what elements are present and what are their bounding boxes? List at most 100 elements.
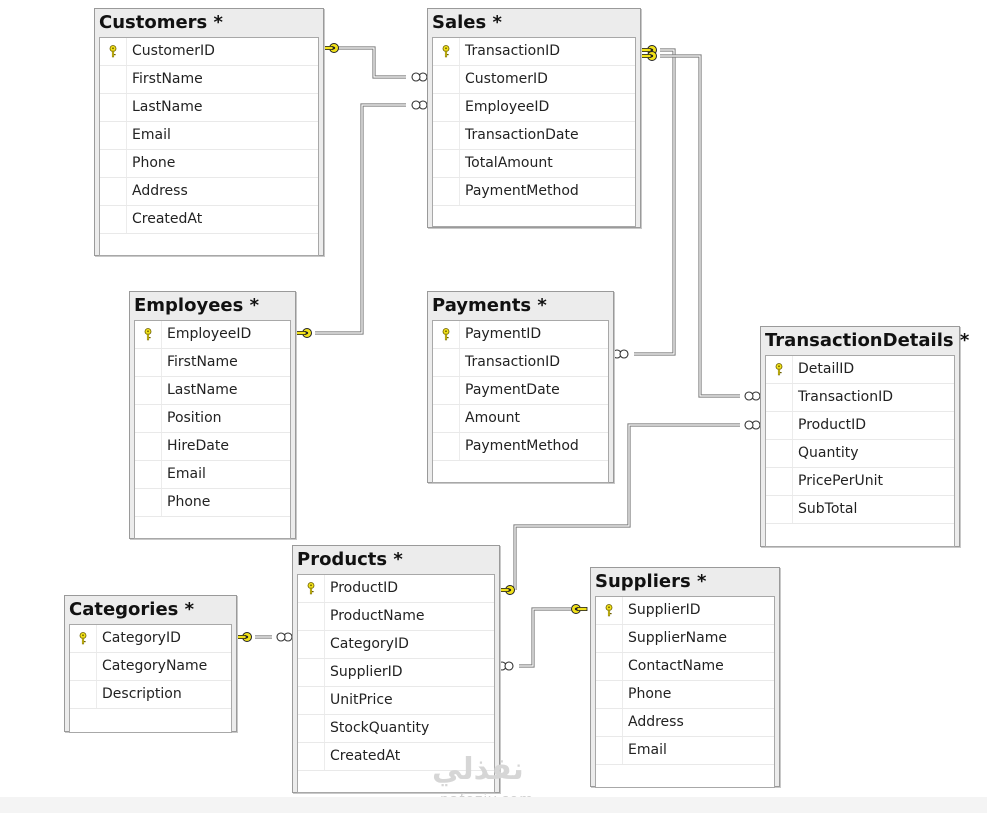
- column-row[interactable]: PaymentID: [433, 321, 608, 349]
- row-selector[interactable]: [70, 625, 97, 652]
- row-selector[interactable]: [433, 66, 460, 93]
- row-selector[interactable]: [70, 653, 97, 680]
- row-selector[interactable]: [433, 94, 460, 121]
- column-row[interactable]: Email: [135, 461, 290, 489]
- column-row[interactable]: Description: [70, 681, 231, 709]
- column-row[interactable]: PaymentDate: [433, 377, 608, 405]
- row-selector[interactable]: [100, 206, 127, 233]
- column-row[interactable]: TotalAmount: [433, 150, 635, 178]
- row-selector[interactable]: [596, 737, 623, 764]
- column-row[interactable]: Address: [596, 709, 774, 737]
- column-row[interactable]: ContactName: [596, 653, 774, 681]
- column-row[interactable]: Phone: [100, 150, 318, 178]
- column-row[interactable]: FirstName: [100, 66, 318, 94]
- column-row[interactable]: ProductName: [298, 603, 494, 631]
- column-row[interactable]: CustomerID: [100, 38, 318, 66]
- column-row[interactable]: Email: [596, 737, 774, 765]
- rel-employees-sales[interactable]: [315, 103, 406, 335]
- row-selector[interactable]: [135, 489, 162, 516]
- row-selector[interactable]: [100, 94, 127, 121]
- column-row[interactable]: ProductID: [298, 575, 494, 603]
- row-selector[interactable]: [596, 597, 623, 624]
- column-row[interactable]: CreatedAt: [298, 743, 494, 771]
- row-selector[interactable]: [433, 150, 460, 177]
- column-row[interactable]: Amount: [433, 405, 608, 433]
- row-selector[interactable]: [135, 321, 162, 348]
- rel-customers-sales[interactable]: [334, 46, 406, 79]
- column-row[interactable]: CreatedAt: [100, 206, 318, 234]
- column-row[interactable]: Address: [100, 178, 318, 206]
- row-selector[interactable]: [766, 468, 793, 495]
- row-selector[interactable]: [70, 681, 97, 708]
- column-row[interactable]: TransactionDate: [433, 122, 635, 150]
- column-row[interactable]: Position: [135, 405, 290, 433]
- row-selector[interactable]: [766, 496, 793, 523]
- row-selector[interactable]: [433, 405, 460, 432]
- row-selector[interactable]: [766, 384, 793, 411]
- row-selector[interactable]: [100, 122, 127, 149]
- column-row[interactable]: TransactionID: [766, 384, 954, 412]
- column-row[interactable]: PaymentMethod: [433, 433, 608, 461]
- column-row[interactable]: HireDate: [135, 433, 290, 461]
- column-row[interactable]: TransactionID: [433, 38, 635, 66]
- row-selector[interactable]: [100, 150, 127, 177]
- row-selector[interactable]: [100, 178, 127, 205]
- column-row[interactable]: CategoryID: [298, 631, 494, 659]
- column-row[interactable]: SupplierName: [596, 625, 774, 653]
- row-selector[interactable]: [298, 687, 325, 714]
- row-selector[interactable]: [433, 38, 460, 65]
- column-row[interactable]: StockQuantity: [298, 715, 494, 743]
- column-row[interactable]: SupplierID: [596, 597, 774, 625]
- column-row[interactable]: Phone: [135, 489, 290, 517]
- row-selector[interactable]: [100, 38, 127, 65]
- row-selector[interactable]: [433, 433, 460, 460]
- row-selector[interactable]: [135, 433, 162, 460]
- row-selector[interactable]: [298, 743, 325, 770]
- column-row[interactable]: FirstName: [135, 349, 290, 377]
- column-row[interactable]: PricePerUnit: [766, 468, 954, 496]
- row-selector[interactable]: [298, 575, 325, 602]
- column-row[interactable]: ProductID: [766, 412, 954, 440]
- row-selector[interactable]: [298, 715, 325, 742]
- row-selector[interactable]: [433, 377, 460, 404]
- row-selector[interactable]: [433, 321, 460, 348]
- row-selector[interactable]: [766, 412, 793, 439]
- column-row[interactable]: EmployeeID: [135, 321, 290, 349]
- row-selector[interactable]: [135, 461, 162, 488]
- row-selector[interactable]: [298, 603, 325, 630]
- column-row[interactable]: DetailID: [766, 356, 954, 384]
- column-row[interactable]: UnitPrice: [298, 687, 494, 715]
- row-selector[interactable]: [766, 440, 793, 467]
- row-selector[interactable]: [135, 405, 162, 432]
- row-selector[interactable]: [766, 356, 793, 383]
- column-row[interactable]: CategoryName: [70, 653, 231, 681]
- column-row[interactable]: LastName: [135, 377, 290, 405]
- row-selector[interactable]: [135, 349, 162, 376]
- column-row[interactable]: CustomerID: [433, 66, 635, 94]
- row-selector[interactable]: [298, 631, 325, 658]
- row-selector[interactable]: [433, 122, 460, 149]
- column-row[interactable]: Quantity: [766, 440, 954, 468]
- row-selector[interactable]: [100, 66, 127, 93]
- row-selector[interactable]: [596, 653, 623, 680]
- column-row[interactable]: TransactionID: [433, 349, 608, 377]
- column-row[interactable]: Email: [100, 122, 318, 150]
- column-row[interactable]: EmployeeID: [433, 94, 635, 122]
- column-row[interactable]: Phone: [596, 681, 774, 709]
- rel-suppliers-products[interactable]: [519, 607, 571, 668]
- column-row[interactable]: CategoryID: [70, 625, 231, 653]
- row-selector[interactable]: [596, 625, 623, 652]
- column-row[interactable]: SupplierID: [298, 659, 494, 687]
- row-selector[interactable]: [596, 709, 623, 736]
- column-row[interactable]: SubTotal: [766, 496, 954, 524]
- row-selector[interactable]: [433, 178, 460, 205]
- row-selector[interactable]: [135, 377, 162, 404]
- row-selector[interactable]: [433, 349, 460, 376]
